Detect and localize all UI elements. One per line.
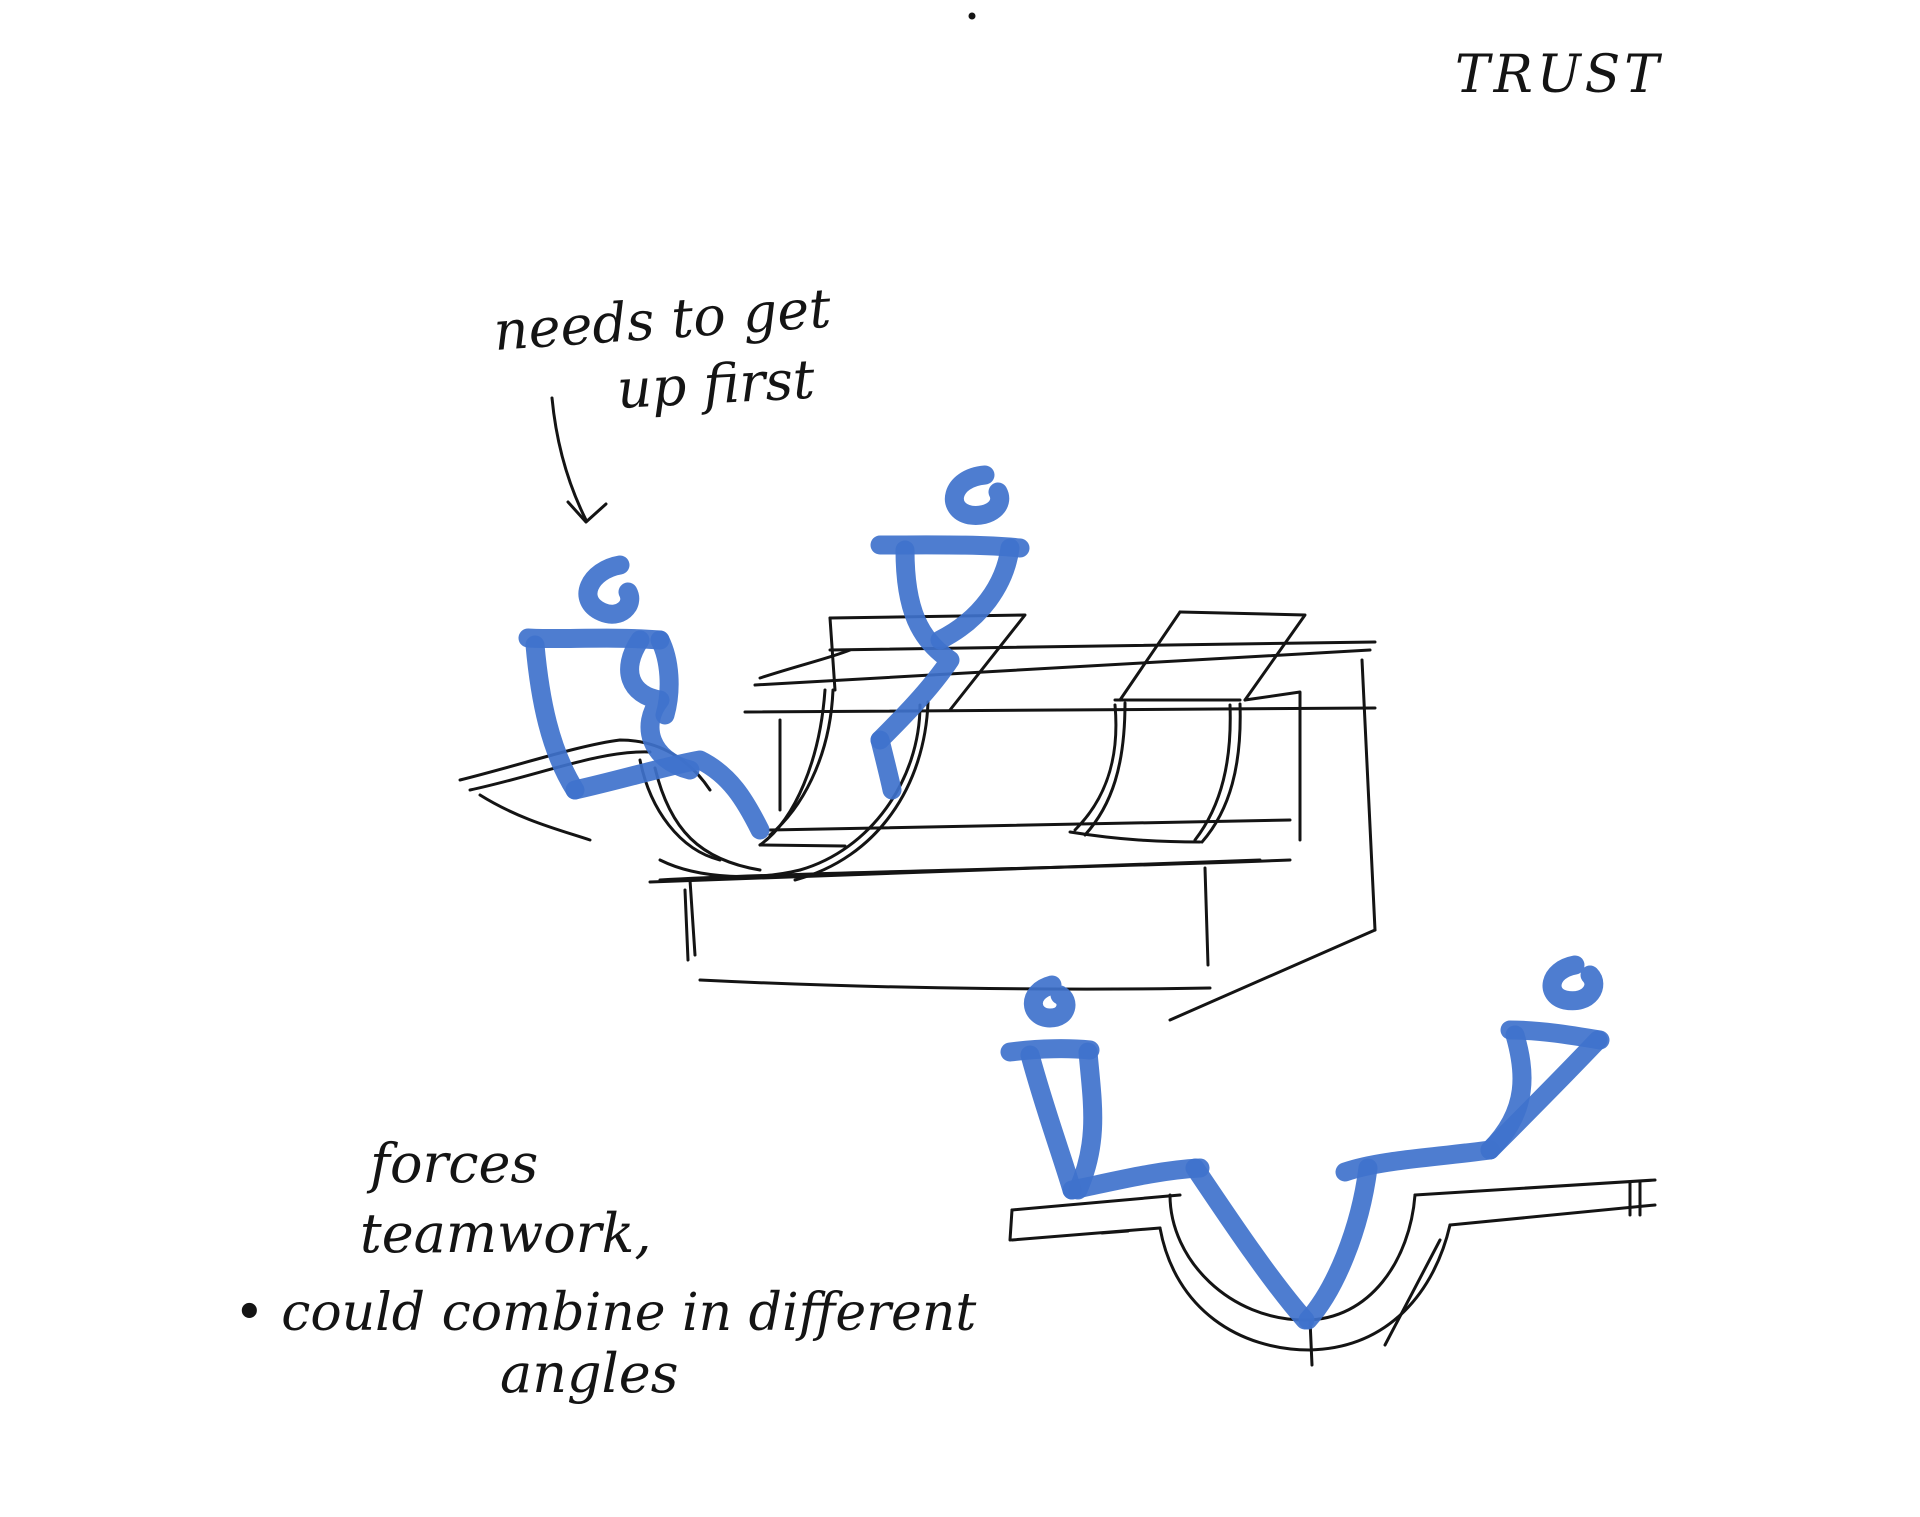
figure-climbing-left [518,555,770,840]
arrow-pointer [550,396,608,524]
figure-trench-left [1000,975,1315,1330]
stepped-block-sketch [458,610,1377,1022]
note-angles: angles [500,1342,678,1405]
figure-on-ramp-top [870,465,1030,800]
note-up-first: up first [615,348,816,421]
title-trust: TRUST [1455,45,1663,105]
figure-trench-right [1298,955,1610,1330]
u-channel-sketch [1008,1178,1657,1367]
note-could-combine: • could combine in different [234,1283,976,1343]
note-forces: forces [366,1132,538,1195]
note-teamwork: teamwork, [360,1202,652,1265]
paper-dot [968,12,976,20]
